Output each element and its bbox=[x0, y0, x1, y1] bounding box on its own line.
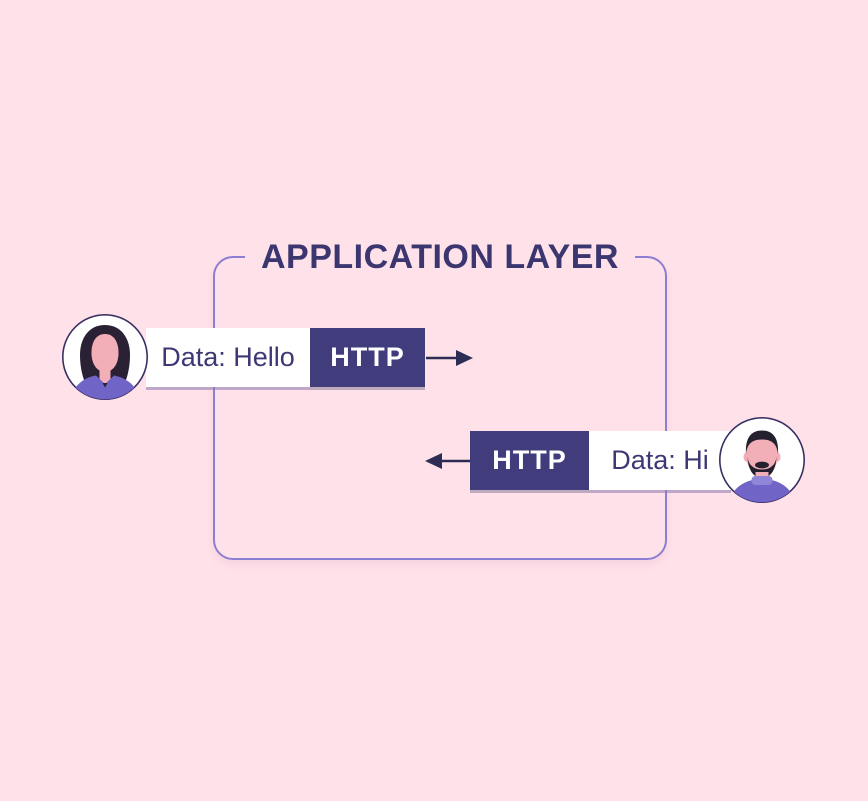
request-data-label: Data: Hello bbox=[146, 328, 310, 387]
request-protocol-label: HTTP bbox=[310, 328, 425, 387]
woman-avatar bbox=[61, 313, 149, 401]
arrow-right-icon bbox=[426, 350, 473, 366]
response-protocol-label: HTTP bbox=[470, 431, 589, 490]
application-layer-box: APPLICATION LAYER bbox=[213, 237, 667, 560]
arrow-left-icon bbox=[425, 453, 472, 469]
woman-avatar-icon bbox=[61, 313, 149, 401]
application-layer-title: APPLICATION LAYER bbox=[245, 237, 635, 277]
response-data-label: Data: Hi bbox=[589, 431, 731, 490]
man-avatar-icon bbox=[718, 416, 806, 504]
man-avatar bbox=[718, 416, 806, 504]
